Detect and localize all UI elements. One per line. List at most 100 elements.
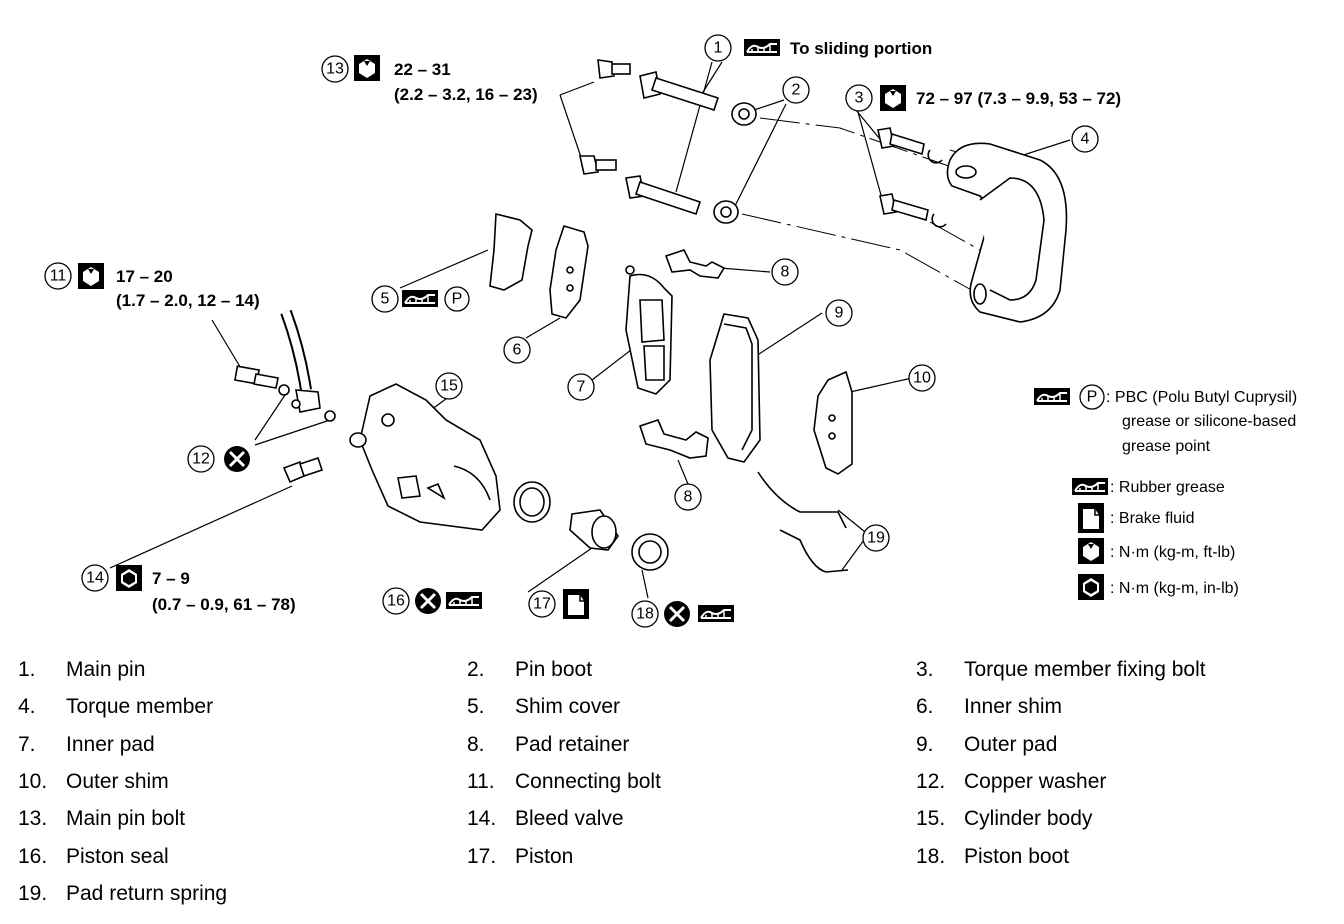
part-number: 1. — [18, 658, 36, 681]
sliding-portion-note: To sliding portion — [790, 39, 932, 58]
part-name: Main pin — [66, 658, 146, 681]
legend-rubber-grease: : Rubber grease — [1110, 479, 1225, 496]
torque-14-value: 7 – 9 — [152, 569, 190, 588]
callout-3-label: 3 — [855, 90, 864, 107]
part-name: Pad return spring — [66, 881, 228, 905]
part-name: Inner shim — [964, 695, 1063, 719]
part-name: Outer shim — [66, 769, 169, 793]
connecting-bolt — [234, 309, 336, 422]
part-name: Inner pad — [66, 732, 155, 756]
callout-17-label: 17 — [533, 596, 551, 613]
callout-3 — [845, 84, 873, 112]
part-number: 11. — [467, 769, 495, 793]
outer-shim — [813, 370, 853, 475]
part-number: 14. — [467, 807, 497, 831]
rubber-grease-icon — [697, 604, 735, 623]
part-name: Torque member fixing bolt — [964, 658, 1206, 681]
callout-11-label: 11 — [50, 268, 67, 285]
callout-11 — [44, 262, 72, 290]
callout-18 — [631, 600, 659, 628]
main-pin-bolt-upper — [597, 59, 631, 79]
pad-retainer-lower — [638, 419, 709, 459]
part-number: 13. — [18, 807, 48, 831]
piston — [569, 509, 619, 551]
torque-3-value: 72 – 97 (7.3 – 9.9, 53 – 72) — [916, 89, 1121, 108]
outer-pad — [709, 313, 761, 463]
components — [234, 59, 1068, 573]
callout-19-label: 19 — [867, 530, 885, 547]
part-number: 8. — [467, 732, 485, 756]
inner-shim — [549, 225, 589, 319]
torque-13-units: (2.2 – 3.2, 16 – 23) — [394, 85, 538, 104]
do-not-reuse-icon — [413, 586, 443, 616]
legend-pbc-line2: grease or silicone-based — [1122, 413, 1296, 430]
callout-8-upper-label: 8 — [781, 264, 790, 281]
part-name: Outer pad — [964, 732, 1058, 756]
rubber-grease-icon — [401, 289, 439, 308]
legend-pbc-line1: : PBC (Polu Butyl Cuprysil) — [1106, 389, 1297, 406]
callout-2 — [782, 76, 810, 104]
legend-torque-in: : N·m (kg-m, in-lb) — [1110, 580, 1239, 597]
part-name: Main pin bolt — [66, 807, 186, 831]
part-name: Piston — [515, 844, 574, 868]
callout-7-label: 7 — [577, 379, 586, 396]
callout-9 — [825, 299, 853, 327]
rubber-grease-icon — [743, 38, 781, 57]
part-number: 2. — [467, 658, 485, 681]
callout-15 — [435, 372, 463, 400]
part-number: 5. — [467, 695, 485, 719]
part-number: 9. — [916, 732, 934, 756]
torque-ft-icon — [78, 263, 104, 289]
part-number: 7. — [18, 732, 36, 756]
pin-boot-lower — [713, 200, 739, 224]
legend-pbc-letter: P — [1087, 389, 1098, 406]
pin-boot-upper — [731, 102, 757, 126]
brake-fluid-icon — [562, 588, 590, 620]
torque-13-value: 22 – 31 — [394, 60, 451, 79]
part-number: 6. — [916, 695, 934, 719]
part-number: 4. — [18, 695, 36, 719]
pbc-grease-icon — [1079, 384, 1105, 410]
callout-13-label: 13 — [326, 61, 344, 78]
leader-lines — [109, 61, 1071, 599]
torque-11-value: 17 – 20 — [116, 267, 173, 286]
callout-1 — [704, 34, 732, 62]
torque-bolt-upper — [877, 127, 943, 164]
brake-caliper-exploded-diagram: 1 2 3 4 5 6 7 8 8 9 10 11 12 13 14 15 16… — [44, 34, 1297, 629]
callout-9-label: 9 — [835, 305, 844, 322]
part-number: 18. — [916, 844, 946, 868]
torque-14-units: (0.7 – 0.9, 61 – 78) — [152, 595, 296, 614]
torque-ft-icon — [1078, 538, 1104, 564]
torque-member — [946, 142, 1068, 323]
callout-15-label: 15 — [440, 378, 458, 395]
callout-8-upper — [771, 258, 799, 286]
callout-16 — [382, 587, 410, 615]
part-name: Copper washer — [964, 769, 1107, 793]
pbc-grease-letter: P — [452, 291, 463, 308]
bleed-valve — [282, 456, 324, 484]
pad-retainer-upper — [664, 249, 726, 279]
callout-1-label: 1 — [714, 40, 723, 57]
part-number: 16. — [18, 844, 48, 868]
pad-return-spring — [757, 471, 849, 573]
part-number: 10. — [18, 769, 48, 793]
callout-4-label: 4 — [1081, 131, 1090, 148]
piston-seal — [513, 481, 551, 523]
torque-ft-icon — [880, 85, 906, 111]
part-name: Cylinder body — [964, 807, 1093, 831]
callout-12-label: 12 — [192, 451, 210, 468]
cylinder-body — [349, 383, 501, 531]
legend-brake-fluid: : Brake fluid — [1110, 510, 1194, 527]
part-name: Piston seal — [66, 844, 169, 868]
callout-13 — [321, 55, 349, 83]
rubber-grease-icon — [1033, 387, 1071, 406]
part-name: Bleed valve — [515, 807, 624, 831]
callout-4 — [1071, 125, 1099, 153]
part-name: Shim cover — [515, 695, 621, 719]
shim-cover — [489, 212, 533, 291]
callout-19 — [862, 524, 890, 552]
callout-14-label: 14 — [86, 570, 104, 587]
part-number: 19. — [18, 881, 48, 905]
torque-ft-icon — [354, 55, 380, 81]
part-number: 12. — [916, 769, 946, 793]
